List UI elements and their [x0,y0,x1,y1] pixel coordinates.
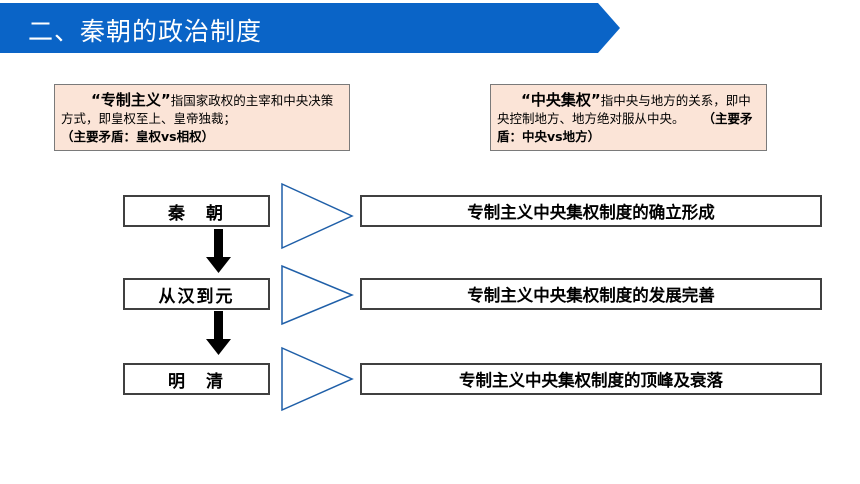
stage-description-qin: 专制主义中央集权制度的确立形成 [360,195,822,227]
definition-term: “中央集权” [521,91,601,109]
arrow-down-icon [206,311,231,355]
definition-conflict: （主要矛盾：中央vs地方） [497,111,753,144]
arrow-down-icon [206,229,231,273]
era-box-qin: 秦 朝 [123,195,270,227]
page-title: 二、秦朝的政治制度 [28,17,263,46]
definition-conflict: （主要矛盾：皇权vs相权） [61,129,215,144]
definition-text: 指中央与地方的关系，即中央控制地方、地方绝对服从中央。 [497,93,751,126]
chevron-right-icon [281,346,354,412]
chevron-right-icon [281,264,354,326]
definition-text: 指国家政权的主宰和中央决策方式，即皇权至上、皇帝独裁； [61,93,334,126]
definition-box-autocracy: “专制主义”指国家政权的主宰和中央决策方式，即皇权至上、皇帝独裁； （主要矛盾：… [54,84,350,151]
stage-description-ming-qing: 专制主义中央集权制度的顶峰及衰落 [360,363,822,395]
era-box-ming-qing: 明 清 [123,363,270,395]
chevron-right-icon [281,182,354,250]
stage-description-han-to-yuan: 专制主义中央集权制度的发展完善 [360,278,822,310]
title-banner: 二、秦朝的政治制度 [0,3,620,53]
definition-term: “专制主义” [91,91,171,109]
era-box-han-to-yuan: 从汉到元 [123,278,270,310]
definition-box-centralization: “中央集权”指中央与地方的关系，即中央控制地方、地方绝对服从中央。 （主要矛盾：… [490,84,767,151]
